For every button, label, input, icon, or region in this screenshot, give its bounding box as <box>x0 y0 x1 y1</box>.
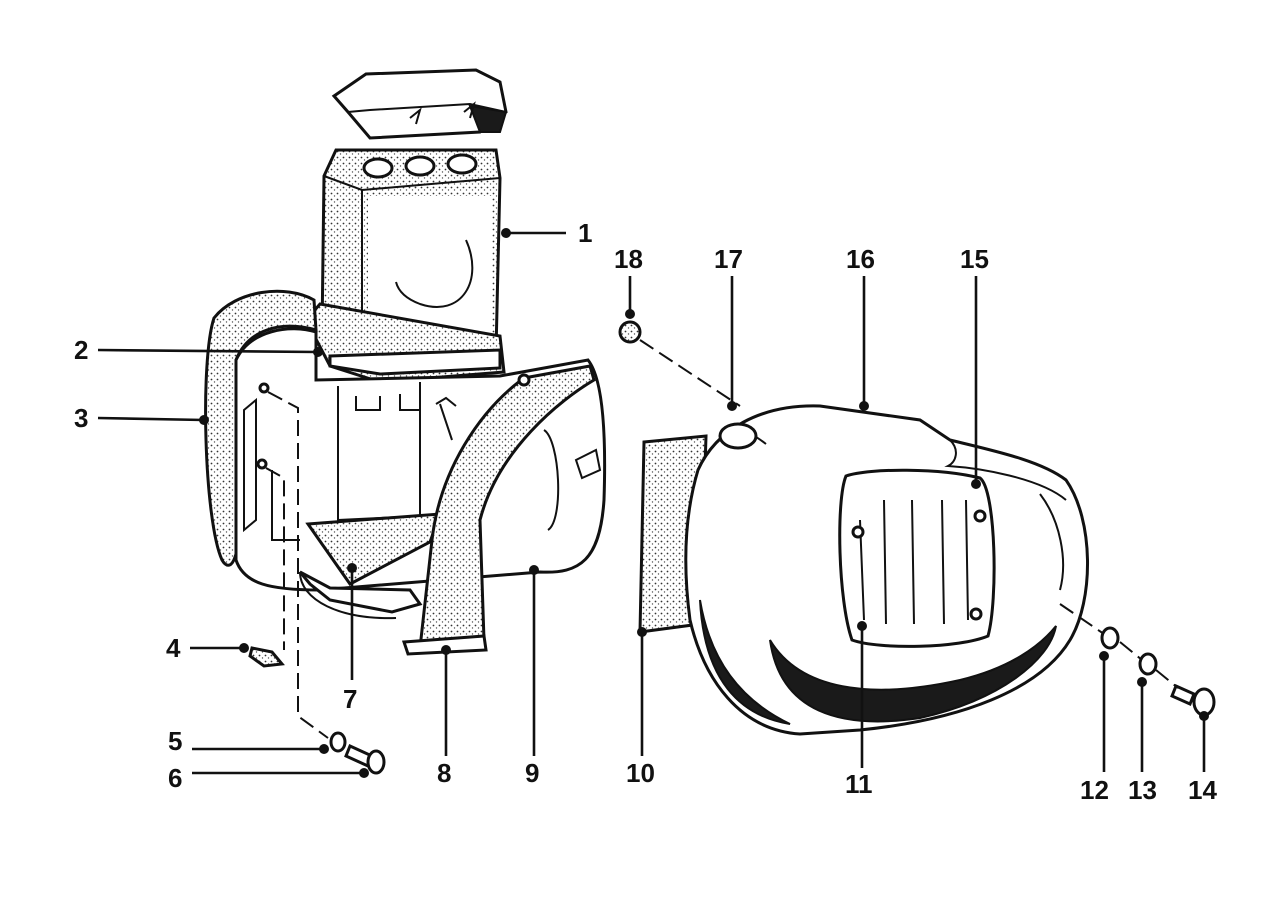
callout-4: 4 <box>166 633 249 663</box>
callout-5: 5 <box>168 726 329 756</box>
svg-text:8: 8 <box>437 758 451 788</box>
callout-9: 9 <box>525 565 539 788</box>
svg-text:7: 7 <box>343 684 357 714</box>
screw-14 <box>1170 683 1216 717</box>
callout-16: 16 <box>846 244 875 411</box>
svg-text:5: 5 <box>168 726 182 756</box>
bracket-plate <box>298 512 443 620</box>
callout-14: 14 <box>1188 711 1217 805</box>
callout-6: 6 <box>168 763 369 793</box>
callout-7: 7 <box>343 563 357 714</box>
washer-13 <box>1138 652 1158 676</box>
callout-2: 2 <box>74 335 323 365</box>
svg-text:18: 18 <box>614 244 643 274</box>
callout-8: 8 <box>437 645 451 788</box>
callout-10: 10 <box>626 627 655 788</box>
callout-11: 11 <box>845 621 873 799</box>
retaining-strap <box>401 364 596 656</box>
svg-text:14: 14 <box>1188 775 1217 805</box>
svg-text:2: 2 <box>74 335 88 365</box>
svg-text:13: 13 <box>1128 775 1157 805</box>
svg-text:1: 1 <box>578 218 592 248</box>
nut-4 <box>248 646 285 668</box>
washer-12 <box>1100 626 1120 650</box>
svg-text:17: 17 <box>714 244 743 274</box>
callout-3: 3 <box>74 403 209 433</box>
callout-17: 17 <box>714 244 743 411</box>
vent-grille <box>838 468 996 648</box>
callout-15: 15 <box>960 244 989 489</box>
svg-text:6: 6 <box>168 763 182 793</box>
callout-12: 12 <box>1080 651 1109 805</box>
callout-13: 13 <box>1128 677 1157 805</box>
callout-18: 18 <box>614 244 643 319</box>
battery-tray <box>304 302 506 384</box>
svg-text:4: 4 <box>166 633 181 663</box>
washer-5 <box>329 731 347 753</box>
svg-text:3: 3 <box>74 403 88 433</box>
svg-text:11: 11 <box>845 769 873 799</box>
callouts: 1 2 3 4 5 6 7 8 <box>74 218 1217 805</box>
svg-text:12: 12 <box>1080 775 1109 805</box>
svg-text:16: 16 <box>846 244 875 274</box>
svg-text:15: 15 <box>960 244 989 274</box>
svg-text:10: 10 <box>626 758 655 788</box>
callout-1: 1 <box>501 218 592 248</box>
rubber-grommet-18 <box>618 320 642 344</box>
assembly-lines <box>265 339 1179 739</box>
svg-text:9: 9 <box>525 758 539 788</box>
battery-lid <box>331 68 508 140</box>
screw-6 <box>344 743 386 775</box>
